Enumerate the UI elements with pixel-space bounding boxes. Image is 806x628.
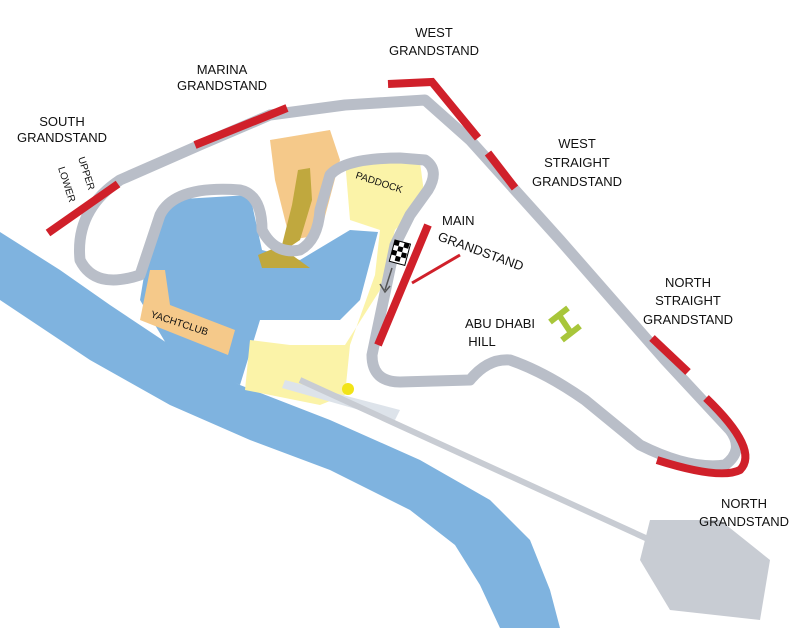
- main-grandstand-label: MAIN: [442, 213, 475, 228]
- paddock-area: [245, 160, 425, 405]
- terminal: [640, 520, 770, 620]
- north-straight-grandstand-stand[interactable]: [649, 335, 691, 375]
- marker-dot: [342, 383, 354, 395]
- main-grandstand-pointer: [411, 253, 461, 285]
- west-grandstand-stand[interactable]: [387, 77, 482, 141]
- main-grandstand-stand[interactable]: [374, 223, 432, 347]
- bridge: [298, 377, 652, 543]
- lower-label: LOWER: [55, 166, 77, 204]
- south-grandstand-stand[interactable]: [45, 180, 121, 237]
- west-straight-grandstand-stand[interactable]: [484, 150, 519, 191]
- north-grandstand-stand[interactable]: [655, 395, 750, 478]
- race-track: [74, 94, 742, 472]
- start-direction-arrow: [379, 267, 393, 294]
- water: [0, 232, 560, 628]
- trophy-shape: [258, 168, 312, 268]
- checkered-flag-icon: [388, 239, 412, 267]
- main-grandstand-label-2: GRANDSTAND: [436, 229, 526, 274]
- abu-dhabi-hill-icon: [548, 305, 582, 343]
- grandstands: [45, 77, 750, 478]
- upper-label: UPPER: [75, 156, 96, 192]
- yachtclub-area: [140, 270, 235, 355]
- marina-grandstand-stand[interactable]: [193, 104, 289, 149]
